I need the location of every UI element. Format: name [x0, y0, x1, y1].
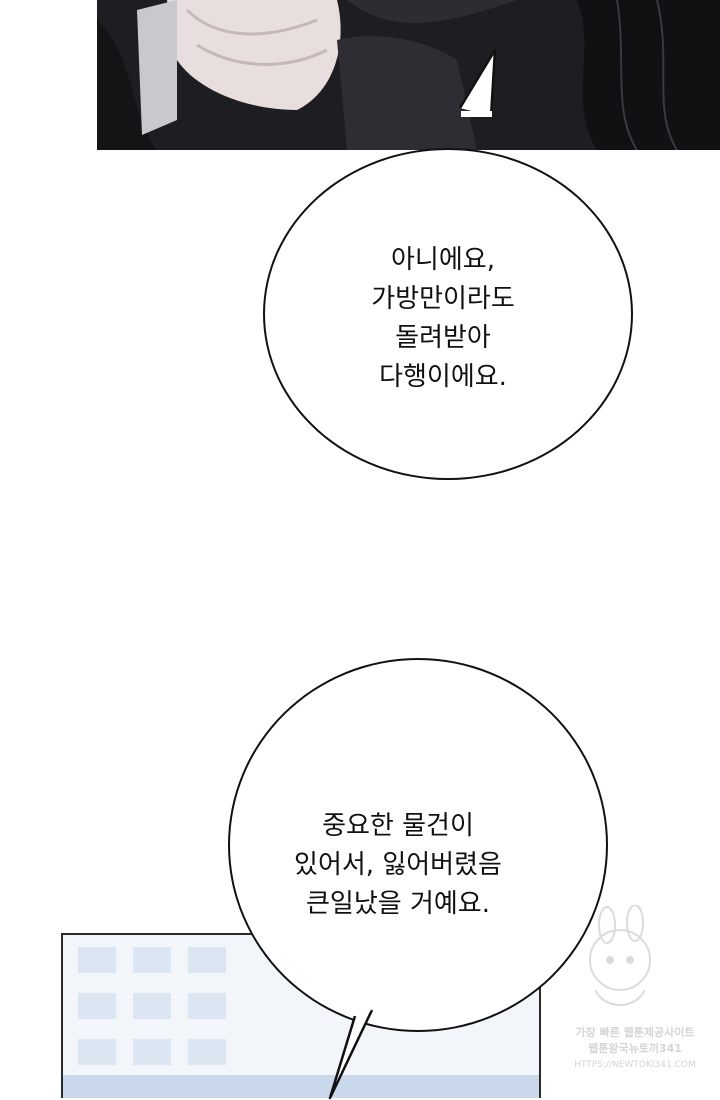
- speech-bubble-2-text: 중요한 물건이 있어서, 잃어버렸음 큰일났을 거예요.: [294, 810, 502, 919]
- speech-bubble-1-text: 아니에요, 가방만이라도 돌려받아 다행이에요.: [371, 245, 515, 392]
- suit-hand-illustration: [97, 0, 720, 150]
- watermark-url: HTTPS://NEWTOKI341.COM: [574, 1060, 696, 1070]
- top-comic-panel: [97, 0, 720, 150]
- speech-bubble-2: 중요한 물건이 있어서, 잃어버렸음 큰일났을 거예요.: [228, 658, 608, 1032]
- speech-bubble-1: 아니에요, 가방만이라도 돌려받아 다행이에요.: [263, 148, 633, 480]
- bubble-tail-2: [328, 1005, 374, 1100]
- watermark-mascot-icon: [589, 905, 651, 1006]
- bubble-tail-1: [458, 48, 497, 117]
- watermark-line1: 가장 빠른 웹툰제공사이트: [575, 1026, 695, 1039]
- watermark-line2: 웹툰왕국뉴토끼341: [588, 1042, 682, 1055]
- site-watermark: 가장 빠른 웹툰제공사이트 웹툰왕국뉴토끼341 HTTPS://NEWTOKI…: [550, 1025, 720, 1073]
- bubble-tail-1-cover: [461, 111, 492, 117]
